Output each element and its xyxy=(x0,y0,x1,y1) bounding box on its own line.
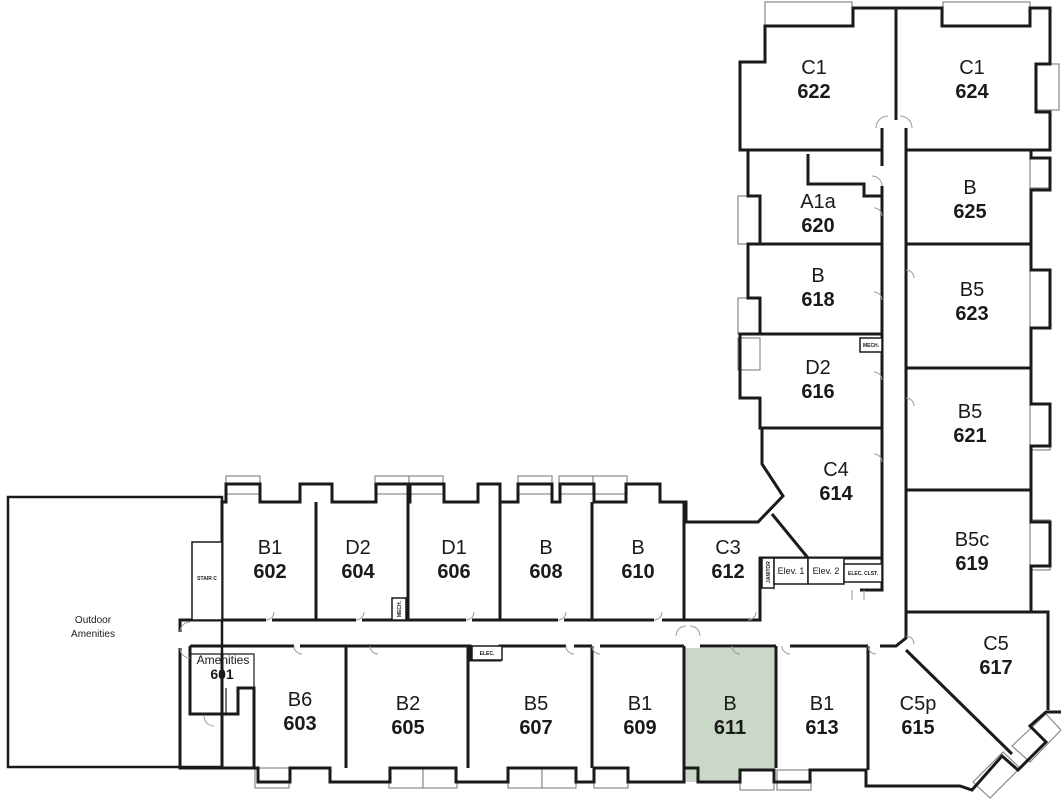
outdoor-amenities-label-2: Amenities xyxy=(71,629,115,640)
unit-604-type: D2 xyxy=(345,537,371,559)
unit-618-number: 618 xyxy=(801,289,834,311)
elec-room-label: ELEC. xyxy=(480,651,495,657)
unit-605-number: 605 xyxy=(391,717,424,739)
unit-602-type: B1 xyxy=(258,537,282,559)
unit-623-type: B5 xyxy=(960,279,984,301)
amenities-number: 601 xyxy=(210,666,234,682)
outdoor-amenities-label-1: Outdoor xyxy=(75,615,112,626)
unit-611-number: 611 xyxy=(714,717,746,739)
unit-614-type: C4 xyxy=(823,459,849,481)
outdoor-amenities-area xyxy=(6,495,224,769)
unit-621-type: B5 xyxy=(958,401,982,423)
unit-625-number: 625 xyxy=(953,201,986,223)
unit-609-type: B1 xyxy=(628,693,652,715)
unit-602-number: 602 xyxy=(253,561,286,583)
elec-closet-label: ELEC. CLST. xyxy=(848,571,879,577)
mech-bottom-label: MECH. xyxy=(397,600,403,617)
elevator-2 xyxy=(807,557,845,585)
janitor-label: JANITOR xyxy=(766,561,772,583)
unit-622-type: C1 xyxy=(801,57,827,79)
unit-608-number: 608 xyxy=(529,561,562,583)
unit-617-type: C5 xyxy=(983,633,1009,655)
unit-625-type: B xyxy=(963,177,976,199)
mech-bottom xyxy=(391,597,407,621)
unit-619-type: B5c xyxy=(955,529,989,551)
unit-603-type: B6 xyxy=(288,689,312,711)
unit-619-number: 619 xyxy=(955,553,988,575)
unit-607-number: 607 xyxy=(519,717,552,739)
door-swings xyxy=(179,115,915,727)
unit-608-type: B xyxy=(539,537,552,559)
elevator-1 xyxy=(773,557,809,585)
unit-624-number: 624 xyxy=(955,81,989,103)
unit-613-type: B1 xyxy=(810,693,834,715)
elec-room xyxy=(471,645,503,661)
unit-615-number: 615 xyxy=(901,717,934,739)
unit-607-type: B5 xyxy=(524,693,548,715)
unit-621-number: 621 xyxy=(953,425,986,447)
unit-610-type: B xyxy=(631,537,644,559)
unit-615-type: C5p xyxy=(900,693,937,715)
mech-top xyxy=(859,337,883,353)
unit-617-number: 617 xyxy=(979,657,1012,679)
unit-624-type: C1 xyxy=(959,57,985,79)
unit-616-type: D2 xyxy=(805,357,831,379)
unit-612-number: 612 xyxy=(711,561,744,583)
unit-606-type: D1 xyxy=(441,537,467,559)
walls xyxy=(178,6,1061,792)
unit-604-number: 604 xyxy=(341,561,375,583)
unit-613-number: 613 xyxy=(805,717,838,739)
stair-c xyxy=(191,541,223,621)
unit-610-number: 610 xyxy=(621,561,654,583)
unit-618-type: B xyxy=(811,265,824,287)
unit-616-number: 616 xyxy=(801,381,834,403)
unit-620-number: 620 xyxy=(801,215,834,237)
unit-622-number: 622 xyxy=(797,81,830,103)
unit-612-type: C3 xyxy=(715,537,741,559)
unit-620-type: A1a xyxy=(800,191,836,213)
elevator-1-label: Elev. 1 xyxy=(778,566,805,576)
unit-606-number: 606 xyxy=(437,561,470,583)
mech-top-label: MECH. xyxy=(863,343,880,349)
unit-614-number: 614 xyxy=(819,483,853,505)
highlight-unit-611 xyxy=(684,648,775,782)
elevator-2-label: Elev. 2 xyxy=(813,566,840,576)
amenities-label: Amenities xyxy=(197,653,250,667)
unit-611-type: B xyxy=(723,693,736,715)
unit-623-number: 623 xyxy=(955,303,988,325)
unit-603-number: 603 xyxy=(283,713,316,735)
unit-605-type: B2 xyxy=(396,693,420,715)
stair-c-label: STAIR C xyxy=(197,576,217,582)
elec-closet xyxy=(843,563,883,583)
unit-609-number: 609 xyxy=(623,717,656,739)
